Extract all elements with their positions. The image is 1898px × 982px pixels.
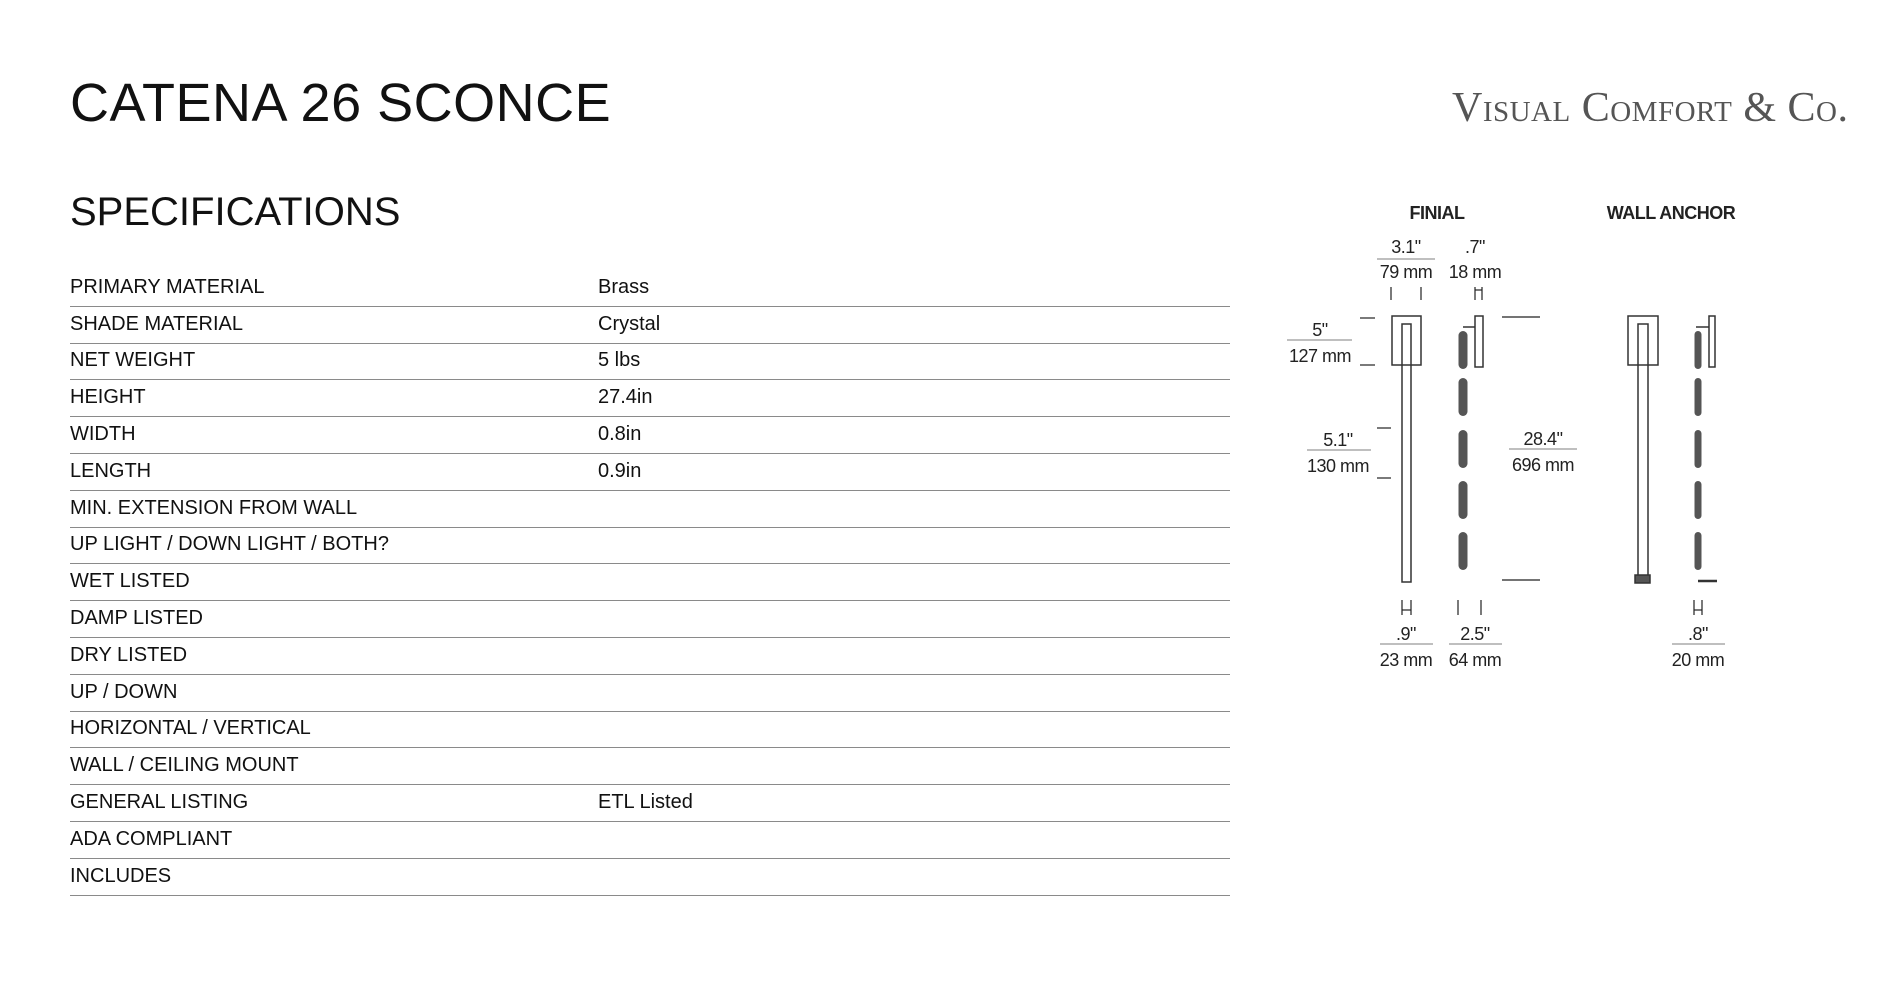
spec-value: Brass [598,275,650,298]
anchor-backplate [1627,315,1659,366]
chain-link [1458,378,1468,416]
spec-label: WALL / CEILING MOUNT [70,754,299,777]
spec-label: HORIZONTAL / VERTICAL [70,717,311,740]
spec-label: INCLUDES [70,864,172,887]
dim-backplate-width-in: 3.1" [1391,237,1421,257]
spec-label: WIDTH [70,422,136,445]
anchor-side-plate [1708,315,1716,368]
dim-segment-height-mm: 130 mm [1307,456,1369,476]
specifications-heading: SPECIFICATIONS [70,190,401,234]
spec-row: WET LISTED [70,564,1230,602]
wall-anchor-label: WALL ANCHOR [1607,203,1736,223]
spec-label: WET LISTED [70,570,190,593]
dim-overall-height-in: 28.4" [1524,429,1563,449]
spec-row: DAMP LISTED [70,601,1230,638]
spec-row: GENERAL LISTING ETL Listed [70,785,1230,822]
spec-row: UP / DOWN [70,675,1230,712]
spec-value: 5 lbs [598,349,641,372]
spec-label: DAMP LISTED [70,606,203,629]
spec-row: DRY LISTED [70,638,1230,675]
spec-label: SHADE MATERIAL [70,312,243,335]
chain-link [1458,481,1468,519]
spec-label: ADA COMPLIANT [70,827,233,850]
spec-label: LENGTH [70,459,152,482]
spec-label: PRIMARY MATERIAL [70,275,265,298]
spec-row: NET WEIGHT 5 lbs [70,344,1230,381]
chain-link [1694,481,1702,519]
finial-label: FINIAL [1410,203,1465,223]
chain-link [1694,430,1702,468]
dimension-diagram: FINIAL WALL ANCHOR 3.1" 79 mm .7" 18 mm … [1287,203,1736,670]
spec-value: Crystal [598,312,661,335]
chain-link [1694,378,1702,416]
page-title: CATENA 26 SCONCE [70,73,612,133]
dim-anchor-width-in: .8" [1688,624,1708,644]
dim-backplate-height-mm: 127 mm [1289,346,1351,366]
spec-label: MIN. EXTENSION FROM WALL [70,496,358,519]
dim-backplate-depth-in: .7" [1465,237,1485,257]
spec-value: 0.9in [598,459,642,482]
dim-segment-height-in: 5.1" [1323,430,1353,450]
finial-side-plate [1474,315,1484,368]
spec-row: HORIZONTAL / VERTICAL [70,712,1230,749]
chain-link [1694,331,1702,369]
dim-bar-width-in: .9" [1396,624,1416,644]
dim-backplate-width-mm: 79 mm [1380,262,1433,282]
spec-row: HEIGHT 27.4in [70,380,1230,418]
spec-value: ETL Listed [598,790,693,813]
spec-row: MIN. EXTENSION FROM WALL [70,491,1230,528]
brand-logo: Visual Comfort & Co. [1452,85,1849,131]
spec-label: NET WEIGHT [70,349,196,372]
dim-extension-in: 2.5" [1460,624,1490,644]
spec-label: UP LIGHT / DOWN LIGHT / BOTH? [70,533,389,556]
spec-label: HEIGHT [70,386,146,409]
spec-row: PRIMARY MATERIAL Brass [70,270,1230,307]
chain-link [1458,532,1468,570]
anchor-bar [1637,323,1649,583]
spec-row: LENGTH 0.9in [70,454,1230,491]
spec-label: UP / DOWN [70,680,178,703]
dim-bar-width-mm: 23 mm [1380,650,1433,670]
spec-value: 27.4in [598,386,653,409]
spec-row: ADA COMPLIANT [70,822,1230,859]
dim-backplate-depth-mm: 18 mm [1449,262,1502,282]
chain-link [1694,532,1702,570]
finial-backplate [1391,315,1422,366]
spec-label: GENERAL LISTING [70,790,249,813]
spec-row: INCLUDES [70,859,1230,896]
spec-row: UP LIGHT / DOWN LIGHT / BOTH? [70,528,1230,565]
spec-label: DRY LISTED [70,643,188,666]
dim-backplate-height-in: 5" [1312,320,1328,340]
spec-row: WIDTH 0.8in [70,417,1230,454]
chain-link [1458,331,1468,369]
dim-anchor-width-mm: 20 mm [1672,650,1725,670]
dim-extension-mm: 64 mm [1449,650,1502,670]
chain-link [1458,430,1468,468]
spec-row: SHADE MATERIAL Crystal [70,307,1230,344]
finial-bar [1401,323,1412,583]
dim-overall-height-mm: 696 mm [1512,455,1574,475]
spec-row: WALL / CEILING MOUNT [70,748,1230,786]
spec-value: 0.8in [598,422,642,445]
